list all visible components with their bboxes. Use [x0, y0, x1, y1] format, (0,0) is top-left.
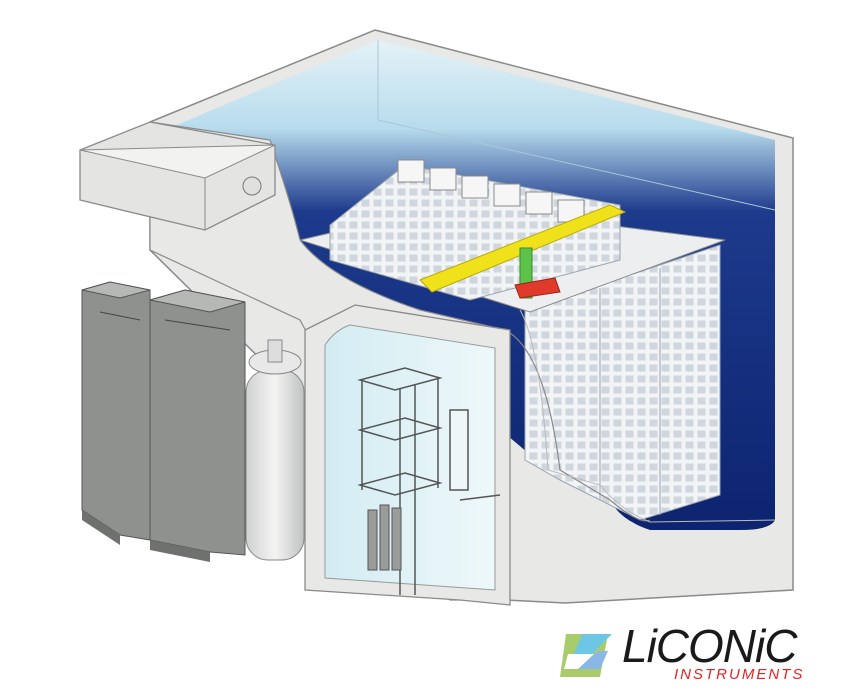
liconic-logo-icon — [560, 634, 612, 677]
gripper — [514, 277, 561, 299]
logo-wordmark: LiCONiC — [622, 620, 797, 672]
control-unit — [79, 121, 276, 231]
valve-icon — [242, 176, 262, 196]
handling-robot — [357, 367, 501, 595]
airlock-module — [304, 304, 511, 606]
plate-stacks — [367, 504, 402, 571]
nitrogen-dewar — [245, 339, 305, 561]
control-cabinets — [81, 281, 246, 562]
logo-tagline: INSTRUMENTS — [674, 666, 805, 683]
gantry-robot — [419, 204, 627, 299]
liconic-logo: LiCONiC INSTRUMENTS — [560, 623, 802, 683]
